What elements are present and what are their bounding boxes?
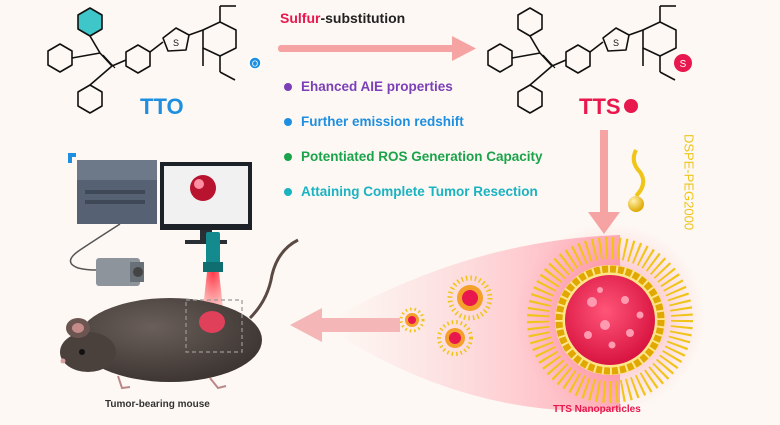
tto-thiophene-s: S	[173, 38, 179, 48]
property-list: Ehanced AIE properties Further emission …	[284, 78, 543, 218]
tts-sulfur-label: S	[680, 59, 687, 70]
dspe-peg-icon	[628, 149, 646, 212]
title-highlight: Sulfur	[280, 10, 321, 26]
tto-label: TTO	[140, 94, 184, 119]
substitution-title: Sulfur-substitution	[280, 10, 405, 26]
property-item-redshift: Further emission redshift	[284, 113, 543, 148]
property-text: Attaining Complete Tumor Resection	[301, 184, 538, 199]
nanoparticle-caption: TTS Nanoparticles	[553, 404, 641, 415]
property-item-resection: Attaining Complete Tumor Resection	[284, 183, 543, 218]
tto-oxygen-label: O	[252, 60, 258, 69]
tts-structure	[487, 5, 677, 114]
tts-label: TTS	[579, 94, 621, 119]
bullet-dot	[284, 118, 292, 126]
property-text: Further emission redshift	[301, 114, 464, 129]
down-arrow	[588, 130, 620, 234]
bullet-dot	[284, 153, 292, 161]
property-text: Ehanced AIE properties	[301, 79, 453, 94]
tts-nanoparticle	[527, 237, 693, 403]
tts-red-ball	[624, 99, 638, 113]
imaging-workstation	[68, 153, 252, 286]
tts-sulfur-badge	[674, 54, 692, 72]
mouse-caption: Tumor-bearing mouse	[105, 399, 210, 410]
tto-oxygen-dot	[248, 56, 262, 70]
polymer-label: DSPE-PEG2000	[681, 133, 697, 231]
delivery-arrow	[290, 308, 400, 342]
tto-structure	[47, 5, 237, 114]
bullet-dot	[284, 83, 292, 91]
substitution-arrow	[278, 36, 476, 61]
tts-thiophene-s: S	[613, 38, 619, 48]
title-rest: -substitution	[320, 10, 406, 26]
property-text: Potentiated ROS Generation Capacity	[301, 149, 543, 164]
bullet-dot	[284, 188, 292, 196]
property-item-aie: Ehanced AIE properties	[284, 78, 543, 113]
polymer-label-box: DSPE-PEG2000	[680, 122, 698, 242]
property-item-ros: Potentiated ROS Generation Capacity	[284, 148, 543, 183]
small-nanoparticles	[399, 275, 493, 356]
mouse-illustration	[60, 238, 299, 390]
